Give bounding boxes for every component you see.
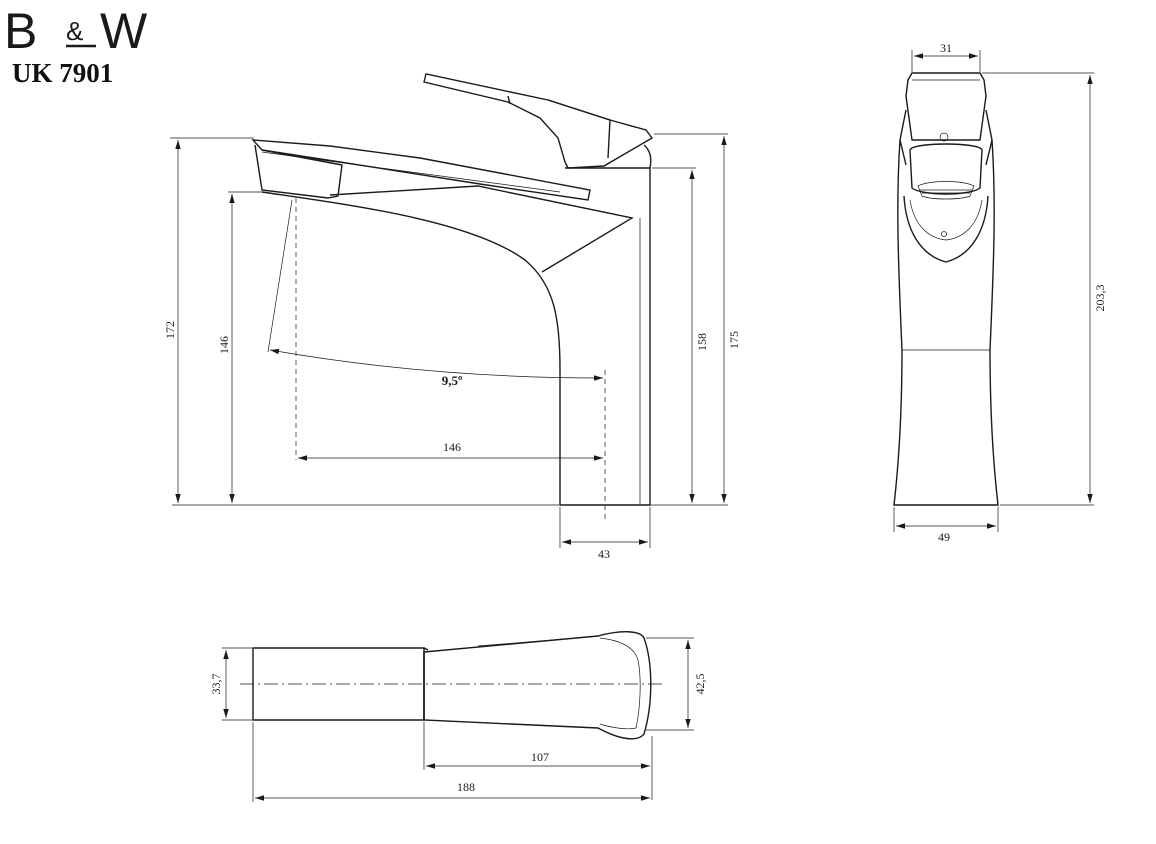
dim-spout-width: 33,7 [209,674,223,695]
brand-logo: B & W [4,3,148,59]
top-view: 33,7 42,5 107 188 [209,631,707,802]
dim-spout-height: 146 [217,336,231,354]
front-view: 31 203,3 49 [893,41,1107,544]
svg-text:W: W [100,3,148,59]
dim-reach: 146 [443,440,461,454]
dim-total-height: 203,3 [1093,285,1107,312]
dim-body-width: 43 [598,547,610,561]
dim-angle: 9,5º [442,373,463,388]
dim-top-width: 31 [940,41,952,55]
dim-base-width: 49 [938,530,950,544]
svg-text:&: & [66,16,83,46]
side-view: 172 146 9,5º 146 158 175 43 [163,73,741,561]
dim-body-width-top: 42,5 [693,674,707,695]
dim-lever-length: 107 [531,750,549,764]
dim-lever-height: 175 [727,331,741,349]
svg-text:B: B [4,3,38,59]
dim-total-length: 188 [457,780,475,794]
dim-body-height: 158 [695,333,709,351]
model-number: UK 7901 [12,58,113,88]
dim-height-total: 172 [163,321,177,339]
